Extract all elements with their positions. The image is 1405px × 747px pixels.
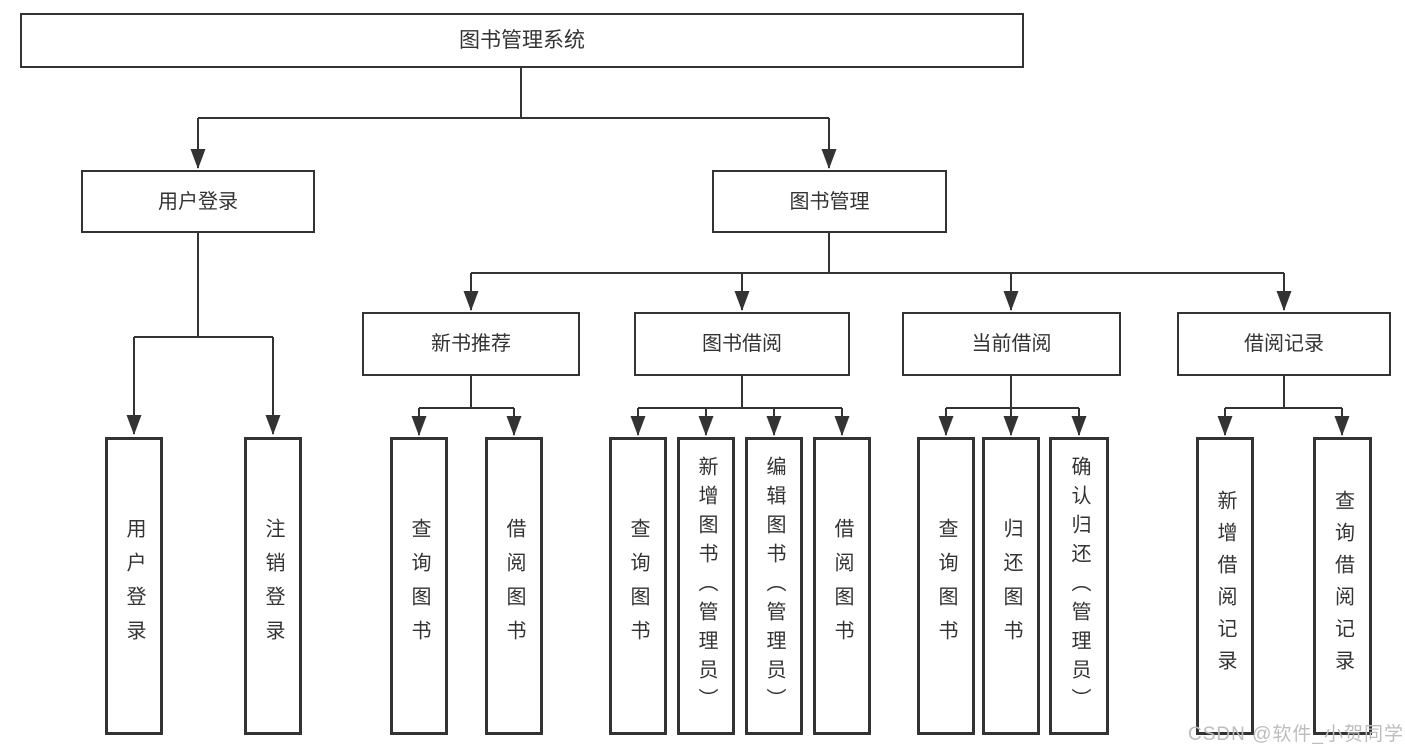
node-system-root: 图书管理系统 (20, 13, 1024, 68)
watermark: CSDN @软件_小贺同学 (1188, 724, 1404, 745)
node-label: 新书推荐 (431, 333, 511, 355)
node-label: 图书管理 (789, 190, 870, 213)
node-label: 确认归还（管理员） (1068, 455, 1090, 717)
node-label: 当前借阅 (971, 333, 1052, 355)
node-label: 查询图书 (935, 518, 957, 654)
leaf-borrowing-borrow-books: 借阅图书 (813, 437, 871, 735)
node-label: 用户登录 (158, 190, 238, 213)
node-label: 查询图书 (627, 518, 649, 654)
node-book-management: 图书管理 (712, 170, 947, 233)
node-label: 借阅图书 (503, 518, 525, 654)
leaf-logout: 注销登录 (244, 437, 302, 735)
leaf-borrowing-query-books: 查询图书 (609, 437, 667, 735)
leaf-borrowing-edit-books-admin: 编辑图书（管理员） (745, 437, 803, 735)
leaf-records-add-record: 新增借阅记录 (1196, 437, 1254, 735)
node-label: 借阅图书 (831, 518, 853, 654)
leaf-recommend-query-books: 查询图书 (390, 437, 448, 735)
node-borrowing-records: 借阅记录 (1177, 312, 1391, 376)
node-label: 用户登录 (123, 518, 145, 654)
leaf-current-query-books: 查询图书 (917, 437, 975, 735)
node-label: 注销登录 (262, 518, 284, 654)
node-label: 新增借阅记录 (1214, 490, 1236, 682)
node-label: 查询借阅记录 (1331, 490, 1354, 682)
node-label: 查询图书 (408, 518, 430, 654)
node-new-book-recommendation: 新书推荐 (362, 312, 580, 376)
node-label: 新增图书（管理员） (695, 455, 717, 717)
node-label: 归还图书 (1000, 518, 1022, 654)
node-label: 图书管理系统 (459, 29, 585, 52)
node-book-borrowing: 图书借阅 (634, 312, 850, 376)
node-current-borrowing: 当前借阅 (902, 312, 1121, 376)
leaf-user-login: 用户登录 (105, 437, 163, 735)
node-label: 图书借阅 (702, 333, 782, 355)
node-label: 借阅记录 (1244, 333, 1324, 355)
node-user-login: 用户登录 (81, 170, 315, 233)
leaf-current-return-books: 归还图书 (982, 437, 1040, 735)
leaf-borrowing-add-books-admin: 新增图书（管理员） (677, 437, 735, 735)
leaf-current-confirm-return-admin: 确认归还（管理员） (1049, 437, 1109, 735)
leaf-recommend-borrow-books: 借阅图书 (485, 437, 543, 735)
node-label: 编辑图书（管理员） (763, 455, 785, 717)
leaf-records-query-record: 查询借阅记录 (1313, 437, 1372, 735)
